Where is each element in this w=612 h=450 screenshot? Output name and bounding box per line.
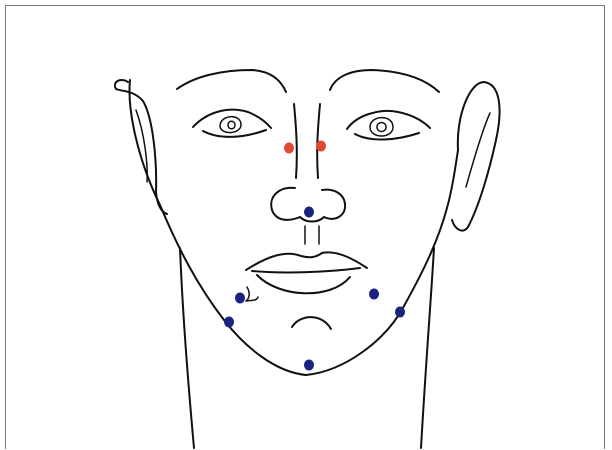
nose-marker-right: [316, 141, 326, 152]
lower-lip: [257, 275, 350, 293]
chin-crease: [292, 317, 331, 329]
lip-line: [252, 268, 360, 272]
left-mouth-corner-marker: [235, 293, 245, 304]
right-iris: [370, 118, 393, 136]
right-eye-lower-lid: [355, 133, 419, 140]
left-eye-lower-lid: [203, 130, 266, 137]
columella-marker: [304, 207, 314, 218]
upper-lip: [246, 252, 367, 270]
right-mouth-corner-marker: [369, 289, 379, 300]
neck-left: [180, 248, 194, 448]
left-ear: [115, 80, 167, 214]
nose-marker-left: [284, 143, 294, 154]
left-eye-upper-lid: [193, 110, 271, 128]
lower-face-markers: [224, 207, 405, 371]
right-jaw-marker: [395, 307, 405, 318]
face-left-outline: [130, 80, 306, 375]
right-eyebrow: [330, 70, 439, 92]
marionette-notch: [246, 287, 258, 301]
face-line-art: [115, 70, 500, 448]
right-ear: [452, 82, 500, 231]
left-pupil: [228, 121, 235, 129]
face-right-outline: [306, 150, 458, 375]
left-jaw-marker: [224, 317, 234, 328]
left-iris: [220, 117, 241, 133]
left-eyebrow: [177, 70, 286, 92]
neck-right: [421, 248, 434, 448]
nose-bridge-left: [294, 104, 297, 178]
nose-markers: [284, 141, 326, 154]
chin-marker: [304, 360, 314, 371]
right-pupil: [377, 123, 386, 132]
